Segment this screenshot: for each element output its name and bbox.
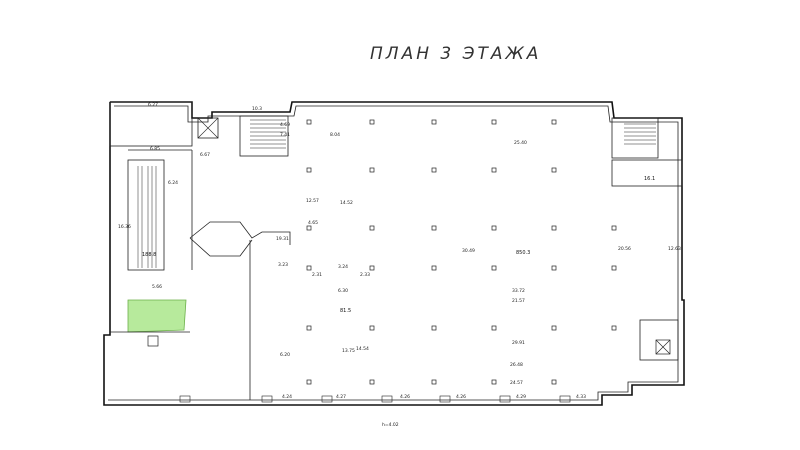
dim-label: 6.27 — [148, 102, 158, 108]
dim-label: 6.85 — [150, 146, 160, 152]
dim-label: 6.67 — [200, 152, 210, 158]
dim-label: 6.30 — [338, 288, 348, 294]
area-label: 81.5 — [340, 308, 351, 314]
central-stair-steps — [250, 119, 286, 149]
dim-label: 12.63 — [668, 246, 681, 252]
dim-label: 20.56 — [618, 246, 631, 252]
top-left-room — [109, 101, 193, 147]
left-escalator — [127, 159, 165, 271]
dim-label: 4.27 — [336, 394, 346, 400]
dim-label: 13.75 — [342, 348, 355, 354]
dim-label: 3.24 — [338, 264, 348, 270]
dim-label: 8.04 — [330, 132, 340, 138]
dim-label: 26.48 — [510, 362, 523, 368]
dim-label: 7.41 — [280, 132, 290, 138]
highlighted-zone — [127, 299, 187, 333]
dim-label: 4.26 — [400, 394, 410, 400]
right-stair-steps — [624, 123, 656, 145]
dim-label: 2.33 — [360, 272, 370, 278]
dim-label: 33.72 — [512, 288, 525, 294]
dim-label: 4.26 — [456, 394, 466, 400]
area-label: 19.31 — [276, 236, 289, 242]
dim-label: 4.65 — [308, 220, 318, 226]
corridor-walls — [189, 221, 291, 245]
right-lower-room — [639, 319, 679, 361]
dim-label: 21.57 — [512, 298, 525, 304]
dim-label: 6.24 — [168, 180, 178, 186]
dim-label: 5.66 — [152, 284, 162, 290]
right-small-room — [611, 159, 683, 187]
scale-label: h=4.02 — [382, 422, 399, 428]
dim-label: 16.36 — [118, 224, 131, 230]
dim-label: 6.20 — [280, 352, 290, 358]
dim-label: 2.31 — [312, 272, 322, 278]
dim-label: 29.91 — [512, 340, 525, 346]
dim-label: 12.57 — [306, 198, 319, 204]
inner-wall-outline — [108, 105, 679, 401]
column-grid — [306, 119, 617, 385]
dim-label: 24.57 — [510, 380, 523, 386]
dim-label: 10.3 — [252, 106, 262, 112]
area-label: 850.3 — [516, 250, 530, 256]
area-label: 16.1 — [644, 176, 655, 182]
dim-label: 25.40 — [514, 140, 527, 146]
dim-label: 4.69 — [280, 122, 290, 128]
left-escalator-steps — [137, 166, 157, 268]
central-stair — [239, 115, 289, 157]
right-stair — [611, 117, 659, 159]
dim-label: 4.24 — [282, 394, 292, 400]
outer-wall — [103, 101, 685, 406]
plan-title: ПЛАН 3 ЭТАЖА — [370, 44, 542, 64]
left-shaft — [147, 335, 159, 347]
dim-label: 3.23 — [278, 262, 288, 268]
dim-label: 4.33 — [576, 394, 586, 400]
elevator-left — [197, 117, 219, 139]
bottom-openings — [179, 395, 571, 403]
dim-label: 14.54 — [356, 346, 369, 352]
dim-label: 30.49 — [462, 248, 475, 254]
dim-label: 14.52 — [340, 200, 353, 206]
area-label: 188.8 — [142, 252, 156, 258]
dim-label: 4.29 — [516, 394, 526, 400]
